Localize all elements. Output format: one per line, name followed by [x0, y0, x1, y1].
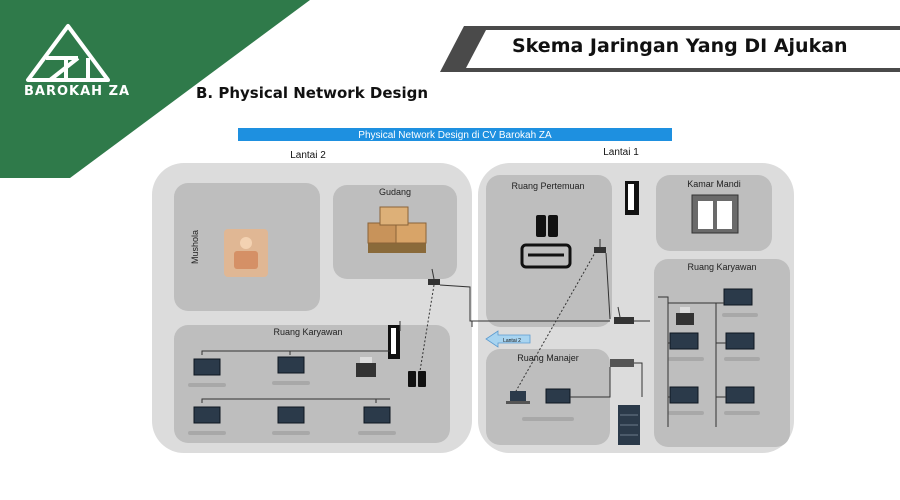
diagram-header-bar: [238, 128, 672, 141]
restroom-icon: [691, 194, 739, 234]
computer-icon: [668, 386, 704, 415]
computer-icon: [724, 332, 760, 361]
room-label-ruang-manajer: Ruang Manajer: [517, 353, 579, 363]
brand-name: BAROKAH ZA: [24, 84, 131, 99]
floor-label-lantai-1: Lantai 1: [603, 147, 639, 158]
server-rack-icon: [618, 405, 640, 445]
section-heading: B. Physical Network Design: [196, 84, 429, 102]
network-switch-icon: [610, 359, 634, 367]
computer-icon: [272, 406, 310, 435]
desk-bar: [522, 417, 574, 421]
wireless-links: [419, 250, 597, 392]
printer-icon: [356, 357, 376, 377]
slide-title: Skema Jaringan Yang DI Ajukan: [512, 35, 848, 57]
title-banner: [440, 26, 900, 72]
computer-icon: [272, 356, 310, 385]
sofa-phones-icon: [520, 215, 572, 269]
room-label-mushola: Mushola: [190, 230, 200, 264]
door-icon: [388, 325, 400, 359]
wifi-router-icon: [594, 239, 606, 253]
smartphone-icon: [408, 371, 426, 387]
computer-icon: [188, 358, 226, 387]
computer-icon: [668, 332, 704, 361]
room-label-ruang-karyawan-lantai-2: Ruang Karyawan: [273, 327, 342, 337]
za-triangle-logo-icon: [26, 24, 110, 82]
room-ruang-pertemuan: [486, 175, 612, 327]
network-diagram: Physical Network Design di CV Barokah ZA…: [150, 127, 796, 457]
wifi-router-icon: [614, 306, 634, 324]
computer-icon: [358, 406, 396, 435]
room-label-kamar-mandi: Kamar Mandi: [687, 179, 741, 189]
floor-label-lantai-2: Lantai 2: [290, 150, 326, 161]
computer-icon: [722, 288, 758, 317]
computer-icon: [545, 388, 571, 404]
wifi-router-icon: [428, 268, 440, 285]
room-label-ruang-karyawan-lantai-1: Ruang Karyawan: [687, 262, 756, 272]
room-ruang-karyawan-lantai-1: [654, 259, 790, 447]
network-cables: [201, 252, 726, 427]
floor-arrow-label: Lantai 2: [503, 338, 521, 344]
room-label-ruang-pertemuan: Ruang Pertemuan: [511, 181, 584, 191]
room-label-gudang: Gudang: [379, 187, 411, 197]
printer-icon: [676, 307, 694, 325]
computer-icon: [188, 406, 226, 435]
diagram-header: Physical Network Design di CV Barokah ZA: [358, 130, 552, 141]
boxes-icon: [367, 206, 427, 253]
computer-icon: [724, 386, 760, 415]
brand-corner-triangle: [0, 0, 310, 178]
laptop-icon: [506, 391, 530, 404]
door-icon: [625, 181, 639, 215]
floor-arrow: Lantai 2: [485, 330, 531, 348]
praying-figure-icon: [224, 229, 268, 277]
